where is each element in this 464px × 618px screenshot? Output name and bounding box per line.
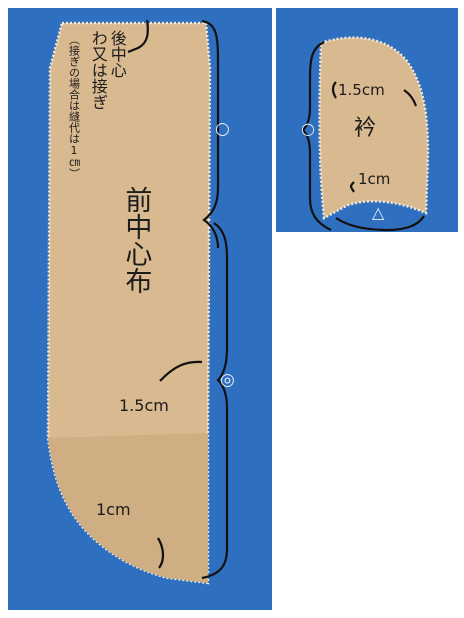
collar-triangle-mark: △ <box>372 203 385 222</box>
double-circle-mark: ◎ <box>220 370 235 390</box>
collar-top-pointer-left <box>331 81 337 99</box>
front-center-cloth-drawing <box>46 19 229 585</box>
fold-or-seam-label: わ又は接ぎ <box>88 30 108 110</box>
piece-name-front-center-cloth: 前中心布 <box>120 186 152 294</box>
collar-circle-mark: ○ <box>301 119 315 138</box>
collar-shape <box>318 36 430 221</box>
piece-name-collar: 衿 <box>354 116 377 141</box>
back-center-bracket <box>127 19 149 54</box>
collar-side-brace <box>301 41 332 231</box>
circle-mark-upper: ○ <box>215 119 230 139</box>
upper-side-brace <box>201 19 220 249</box>
lower-side-brace <box>201 222 229 580</box>
collar-top-allowance-label: 1.5cm <box>338 81 385 99</box>
front-center-cloth-panel: 後中心 わ又は接ぎ （接ぎの場合は縫代は1㎝） 前中心布 1.5cm 1cm ○… <box>8 8 272 610</box>
side-allowance-label: 1.5cm <box>119 396 169 415</box>
collar-bottom-allowance-label: 1cm <box>358 170 391 188</box>
bottom-allowance-label: 1cm <box>96 500 131 519</box>
bottom-allowance-pointer <box>157 537 165 569</box>
collar-panel: 1.5cm 衿 1cm ○ △ <box>276 8 458 232</box>
lower-fabric-shade <box>48 433 208 583</box>
back-center-label: 後中心 <box>107 30 127 78</box>
side-allowance-pointer <box>159 360 203 382</box>
collar-bottom-brace <box>335 181 425 232</box>
collar-top-pointer-right <box>403 89 418 107</box>
collar-drawing <box>301 36 430 232</box>
seam-allowance-note: （接ぎの場合は縫代は1㎝） <box>67 34 81 179</box>
